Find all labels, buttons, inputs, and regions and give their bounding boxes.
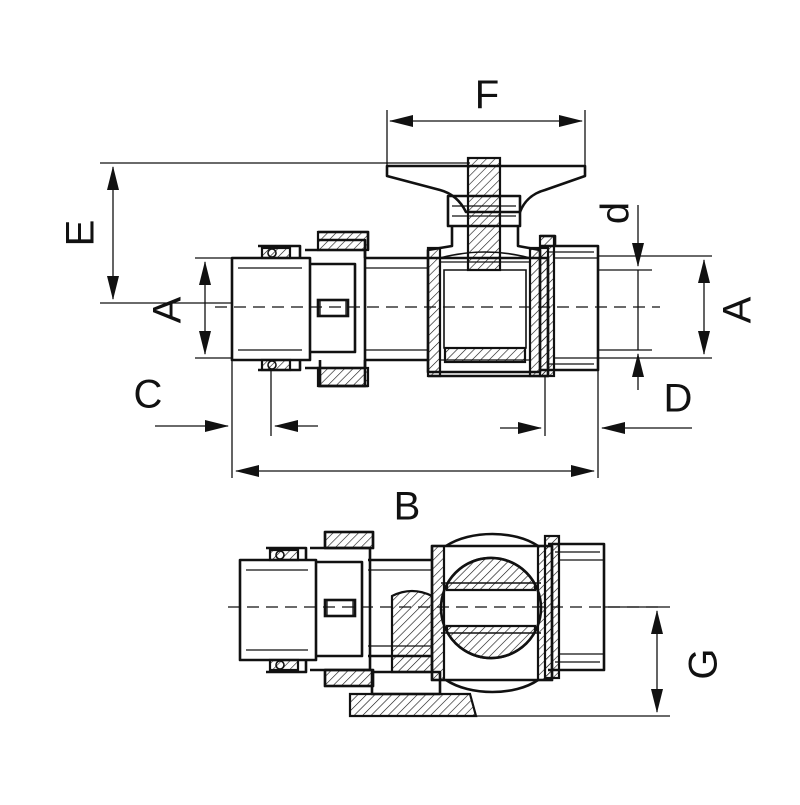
label-A-right: A bbox=[716, 296, 760, 323]
dimension-E: E bbox=[59, 162, 470, 304]
dimension-A-right: A bbox=[598, 255, 760, 359]
label-D: D bbox=[664, 377, 693, 421]
label-B: B bbox=[394, 485, 421, 529]
label-C: C bbox=[134, 373, 163, 417]
dimension-D: D bbox=[500, 370, 692, 478]
valve-bottom-view bbox=[238, 530, 606, 718]
dimension-C: C bbox=[134, 360, 318, 478]
dimension-A-left: A bbox=[146, 257, 232, 359]
label-d: d bbox=[594, 202, 638, 224]
label-F: F bbox=[475, 73, 499, 117]
valve-front-view bbox=[230, 156, 600, 388]
label-A-left: A bbox=[146, 296, 190, 323]
dimension-B: B bbox=[235, 465, 595, 529]
label-G: G bbox=[682, 648, 726, 679]
dimension-G: G bbox=[470, 606, 726, 717]
label-E: E bbox=[59, 220, 103, 247]
dimension-F: F bbox=[386, 73, 586, 170]
dimension-d: d bbox=[594, 202, 652, 390]
